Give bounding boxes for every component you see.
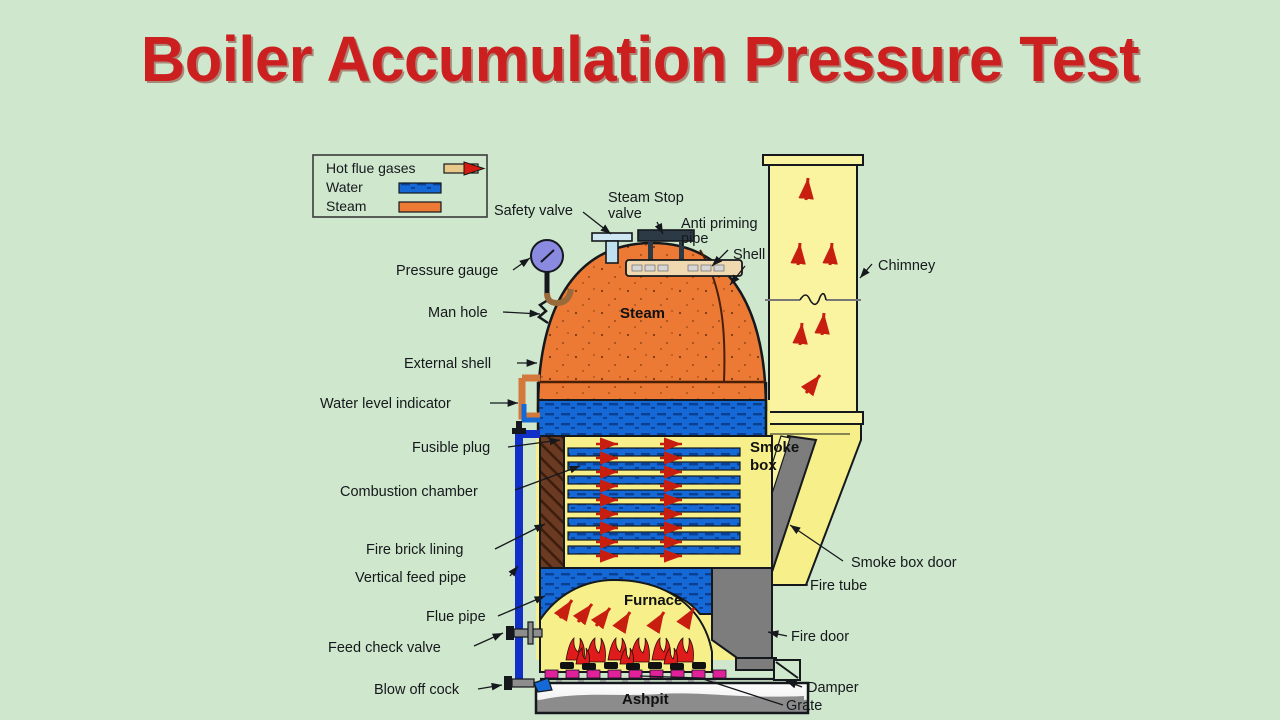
callout-label-fire-tube: Fire tube xyxy=(810,578,867,594)
legend-box: Hot flue gases Water Steam xyxy=(312,154,488,218)
callout-label-grate: Grate xyxy=(786,698,822,714)
fusible-plug-icon xyxy=(512,421,526,434)
page-title: Boiler Accumulation Pressure Test xyxy=(140,23,1140,95)
callout-label-smoke-box-door: Smoke box door xyxy=(851,555,957,571)
vertical-feed-pipe-icon xyxy=(504,421,553,693)
callout-label-external-shell: External shell xyxy=(404,356,491,372)
pressure-gauge-icon xyxy=(530,239,574,307)
callout-label-feed-check-valve: Feed check valve xyxy=(328,640,441,656)
legend-label-steam: Steam xyxy=(326,198,366,214)
chimney-group xyxy=(762,154,864,425)
callout-label-man-hole: Man hole xyxy=(428,305,488,321)
callout-label-flue-pipe: Flue pipe xyxy=(426,609,486,625)
callout-water-level-indicator: Water level indicator xyxy=(320,396,518,412)
callout-vertical-feed-pipe: Vertical feed pipe xyxy=(355,565,519,586)
callout-fire-door: Fire door xyxy=(767,629,849,645)
callout-man-hole: Man hole xyxy=(428,305,541,321)
fire-door-group xyxy=(711,567,801,681)
water-level-indicator-icon xyxy=(518,374,540,423)
callout-label-anti-priming-1: Anti priming xyxy=(681,216,758,232)
blow-off-cock-icon xyxy=(504,676,553,693)
callout-fire-tube: Fire tube xyxy=(790,578,867,594)
callout-steam-stop-valve: Steam Stop valve xyxy=(608,190,684,235)
callout-label-pressure-gauge: Pressure gauge xyxy=(396,263,498,279)
callout-label-blow-off-cock: Blow off cock xyxy=(374,682,460,698)
callout-safety-valve: Safety valve xyxy=(494,203,612,235)
callout-label-anti-priming-2: pipe xyxy=(681,231,708,247)
callout-fusible-plug: Fusible plug xyxy=(412,437,561,456)
inner-label-steam: Steam xyxy=(620,305,665,322)
callout-anti-priming-pipe: Anti priming pipe xyxy=(681,216,758,267)
inner-label-smoke-box-1: Smoke xyxy=(750,439,799,456)
callout-grate: Grate xyxy=(639,675,822,714)
legend-label-hot-flue-gases: Hot flue gases xyxy=(326,160,416,176)
legend-swatch-water xyxy=(398,182,442,194)
callout-combustion-chamber: Combustion chamber xyxy=(340,465,581,500)
grate-group xyxy=(540,669,800,684)
legend-label-water: Water xyxy=(326,179,363,195)
steam-stop-valve-icon xyxy=(637,229,695,263)
callout-label-chimney: Chimney xyxy=(878,258,936,274)
callout-smoke-box-door: Smoke box door xyxy=(789,524,957,571)
callout-label-shell: Shell xyxy=(733,247,765,263)
callout-label-vertical-feed-pipe: Vertical feed pipe xyxy=(355,570,466,586)
inner-label-smoke-box-2: box xyxy=(750,457,777,474)
furnace-group: Furnace xyxy=(539,578,713,673)
fire-tube-bank-group xyxy=(539,435,773,569)
safety-valve-icon xyxy=(591,232,633,264)
callout-label-fire-door: Fire door xyxy=(791,629,849,645)
anti-priming-pipe-icon xyxy=(625,259,743,277)
callout-external-shell: External shell xyxy=(404,356,537,372)
inner-label-furnace: Furnace xyxy=(624,592,682,609)
callout-label-steam-stop-2: valve xyxy=(608,206,642,222)
callout-label-fire-brick-lining: Fire brick lining xyxy=(366,542,464,558)
callout-label-damper: Damper xyxy=(807,680,859,696)
callout-shell: Shell xyxy=(729,247,765,286)
inner-label-ashpit: Ashpit xyxy=(622,691,669,708)
callout-blow-off-cock: Blow off cock xyxy=(374,682,503,698)
callout-pressure-gauge: Pressure gauge xyxy=(396,257,531,279)
callout-label-fusible-plug: Fusible plug xyxy=(412,440,490,456)
legend-swatch-steam xyxy=(398,201,442,213)
callout-fire-brick-lining: Fire brick lining xyxy=(366,523,546,558)
callout-label-water-level-indicator: Water level indicator xyxy=(320,396,451,412)
callout-label-steam-stop-1: Steam Stop xyxy=(608,190,684,206)
callout-feed-check-valve: Feed check valve xyxy=(328,632,504,656)
callout-label-safety-valve: Safety valve xyxy=(494,203,573,219)
callout-label-combustion-chamber: Combustion chamber xyxy=(340,484,478,500)
callout-flue-pipe: Flue pipe xyxy=(426,595,546,625)
feed-check-valve-icon xyxy=(506,621,543,645)
callout-damper: Damper xyxy=(785,680,859,696)
fire-brick-lining-group xyxy=(539,435,565,569)
callout-chimney: Chimney xyxy=(859,258,936,279)
legend-swatch-hot-flue-gases xyxy=(443,161,486,176)
ashpit-group: Ashpit xyxy=(534,681,810,715)
